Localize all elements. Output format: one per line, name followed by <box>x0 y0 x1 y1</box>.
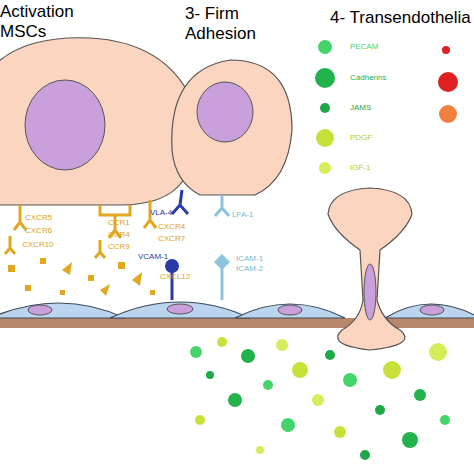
step-heading: MSCs <box>0 22 120 42</box>
receptor-name: CXCR5 <box>25 213 85 222</box>
icam-head <box>214 254 230 270</box>
legend-swatch <box>316 129 334 147</box>
chemokine-receptors <box>5 200 156 258</box>
msc-nucleus <box>25 80 105 170</box>
step-heading: 4- Transendothelia <box>330 8 474 28</box>
msc-cell <box>0 38 197 205</box>
legend-text: Cadherins <box>350 73 420 82</box>
adhering-cell <box>172 60 292 195</box>
adhering-nucleus <box>197 82 253 142</box>
icam-stem <box>221 268 224 300</box>
transmigrating-cell <box>328 188 412 350</box>
receptor-name: CXCR4 <box>158 222 218 231</box>
receptor-name: CXCR7 <box>158 234 218 243</box>
ligand-name: ICAM-1 <box>236 254 296 263</box>
transmigrating-nucleus <box>364 264 376 320</box>
chemokine-ligands <box>8 258 155 296</box>
step-heading: 3- Firm Adhesion <box>185 4 275 43</box>
receptor-name: CXCR10 <box>22 240 82 249</box>
vcam1-head <box>165 259 179 273</box>
basement-membrane <box>0 318 474 328</box>
legend-text: IGF-1 <box>350 163 420 172</box>
legend-swatch <box>320 103 330 113</box>
receptor-name: CCR9 <box>108 242 168 251</box>
legend-swatch <box>319 162 331 174</box>
legend-swatch <box>318 40 332 54</box>
step-heading: Activation <box>0 2 120 22</box>
legend-text: JAMS <box>350 103 420 112</box>
cropped-legend-samples <box>438 46 458 123</box>
receptor-name: LFA-1 <box>232 210 292 219</box>
legend-swatch <box>315 68 335 88</box>
ligand-name: ICAM-2 <box>236 264 296 273</box>
endothelium <box>0 302 474 318</box>
ligand-name: VCAM-1 <box>138 252 198 261</box>
legend-text: PDGF <box>350 133 420 142</box>
vla4-receptor <box>172 190 188 214</box>
secreted-factors <box>190 337 450 460</box>
receptor-name: VLA-4 <box>150 208 210 217</box>
lfa1-receptor <box>215 195 229 216</box>
ligand-name: CXCL12 <box>160 272 220 281</box>
receptor-name: CXCR6 <box>25 226 85 235</box>
legend-text: PECAM <box>350 42 420 51</box>
